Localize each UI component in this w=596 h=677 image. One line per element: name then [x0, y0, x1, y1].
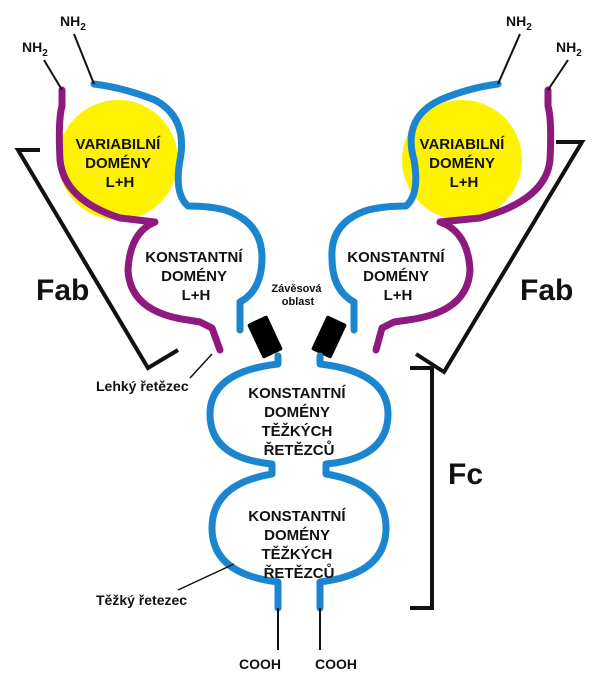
right-arm: [311, 33, 569, 359]
right-heavy-chain: [328, 80, 502, 334]
right-variable-domain-label: VARIABILNÍ DOMÉNY L+H: [420, 136, 509, 191]
fc-upper-domain-label: KONSTANTNÍ DOMÉNY TĚŽKÝCH ŘETĚZCŮ: [248, 385, 349, 459]
left-constant-lh-label: KONSTANTNÍ DOMÉNY L+H: [145, 249, 246, 304]
nh2-left-heavy-label: NH2: [60, 13, 86, 33]
fc-stem: [206, 352, 392, 650]
fab-left-label: Fab: [36, 274, 89, 307]
left-variable-domain-label: VARIABILNÍ DOMÉNY L+H: [76, 136, 165, 191]
light-chain-label: Lehký řetězec: [96, 378, 189, 394]
left-arm: [43, 33, 283, 359]
fc-label: Fc: [448, 458, 483, 491]
right-variable-domain-fill: [402, 100, 522, 220]
right-constant-lh-label: KONSTANTNÍ DOMÉNY L+H: [347, 249, 448, 304]
heavy-chain-label: Těžký řetezec: [96, 592, 187, 608]
light-chain-pointer: [189, 353, 213, 379]
right-hinge-block: [311, 315, 347, 359]
left-heavy-nh2-tether: [73, 33, 95, 85]
fab-right-bracket: [414, 140, 586, 375]
left-light-nh2-tether: [43, 59, 63, 91]
nh2-right-light-label: NH2: [556, 39, 582, 59]
fc-lower-domain-label: KONSTANTNÍ DOMÉNY TĚŽKÝCH ŘETĚZCŮ: [248, 508, 349, 582]
fab-left-bracket: [14, 148, 180, 371]
right-light-chain: [372, 86, 555, 354]
left-light-chain: [55, 86, 224, 354]
nh2-left-light-label: NH2: [22, 39, 48, 59]
cooh-left-label: COOH: [239, 656, 281, 672]
cooh-right-label: COOH: [315, 656, 357, 672]
right-light-nh2-tether: [547, 59, 569, 91]
left-heavy-chain: [90, 80, 266, 334]
heavy-chain-pointer: [177, 563, 235, 591]
fc-right-heavy-chain: [316, 352, 392, 612]
fc-left-heavy-chain: [206, 352, 282, 612]
nh2-right-heavy-label: NH2: [506, 13, 532, 33]
hinge-region-label: Závěsová oblast: [271, 283, 324, 308]
fc-bracket: [410, 366, 434, 610]
right-heavy-nh2-tether: [497, 33, 521, 85]
left-variable-domain-fill: [58, 100, 178, 220]
left-hinge-block: [247, 315, 283, 359]
fab-right-label: Fab: [520, 274, 573, 307]
